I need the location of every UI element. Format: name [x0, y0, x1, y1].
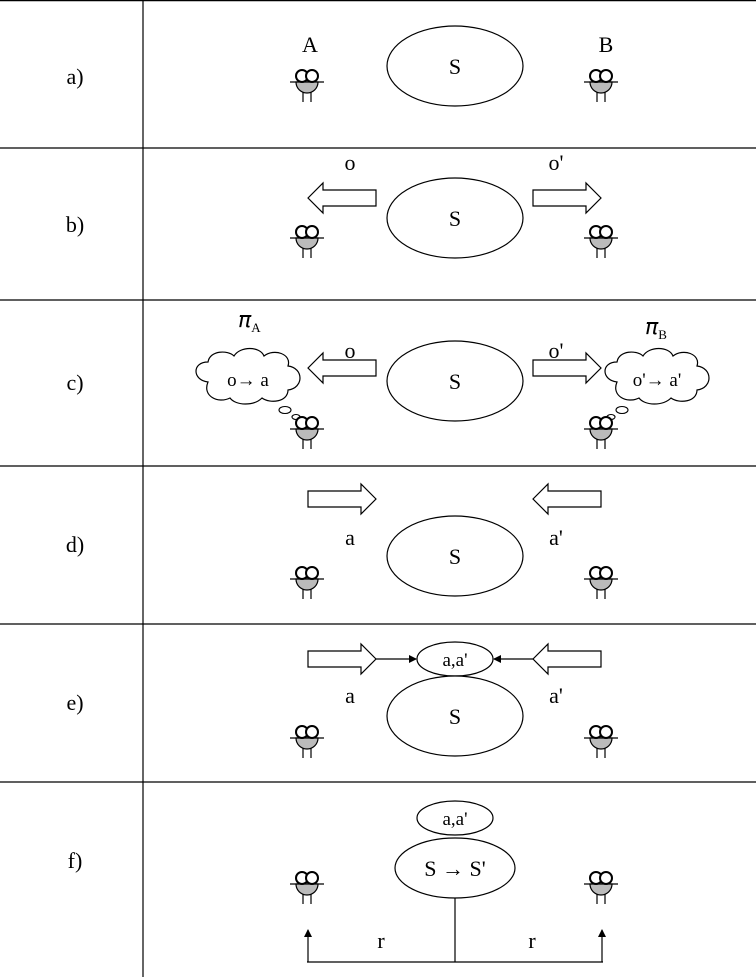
row-label-d: d): [66, 532, 84, 557]
state-label: S: [449, 704, 461, 729]
joint-action-label: a,a': [442, 650, 467, 671]
state-ellipse: [386, 177, 524, 259]
row-label-f: f): [68, 848, 83, 873]
state-label: S: [449, 544, 461, 569]
row-f: a,a' S → S' r r: [289, 800, 619, 963]
row-label-e: e): [66, 690, 83, 715]
agent-a-icon: [289, 725, 325, 759]
state-ellipse: [386, 675, 524, 757]
observation-o-prime: o': [549, 150, 564, 175]
agent-b-icon: [583, 225, 619, 259]
agent-a-icon: [289, 225, 325, 259]
state-label: S: [449, 54, 461, 79]
agent-b-icon: [583, 871, 619, 905]
row-b: o o' S: [289, 150, 619, 259]
row-d: a a' S: [289, 483, 619, 600]
action-a: a: [345, 683, 355, 708]
action-arrow-a-prime-icon: [532, 483, 602, 515]
observation-o: o: [345, 338, 356, 363]
agent-b-name: B: [599, 32, 614, 57]
state-transition-label: S → S': [424, 856, 485, 881]
policy-b-rule: o'→ a': [633, 370, 682, 391]
row-label-a: a): [66, 64, 83, 89]
observation-arrow-left-icon: [307, 352, 377, 384]
row-c: πA πB o→ a o'→ a' o o' S: [195, 308, 710, 450]
action-arrow-a-icon: [307, 643, 377, 675]
policy-a-rule: o→ a: [227, 370, 269, 391]
policy-a-symbol: πA: [238, 308, 261, 335]
observation-arrow-right-icon: [532, 352, 602, 384]
policy-b-symbol: πB: [645, 315, 667, 342]
reward-label-a: r: [377, 928, 385, 953]
agent-b-icon: [583, 566, 619, 600]
agent-b-icon: [583, 416, 619, 450]
joint-action-ellipse: [416, 800, 494, 836]
state-label: S: [449, 369, 461, 394]
thought-bubbles-a-icon: [278, 405, 301, 421]
row-a: A B S: [289, 25, 619, 107]
agent-a-name: A: [302, 32, 318, 57]
state-ellipse: [386, 515, 524, 597]
action-a-prime: a': [549, 525, 563, 550]
action-a-prime: a': [549, 683, 563, 708]
agent-b-icon: [583, 725, 619, 759]
agent-a-icon: [289, 416, 325, 450]
agent-b-icon: [583, 69, 619, 103]
agent-a-icon: [289, 69, 325, 103]
row-e: a,a' a a' S: [289, 641, 619, 759]
joint-action-label: a,a': [442, 809, 467, 830]
row-label-c: c): [66, 370, 83, 395]
agent-a-icon: [289, 871, 325, 905]
row-label-b: b): [66, 212, 84, 237]
action-arrow-a-icon: [307, 483, 377, 515]
state-ellipse: [386, 340, 524, 422]
observation-arrow-left-icon: [307, 182, 377, 214]
action-arrow-a-prime-icon: [532, 643, 602, 675]
agent-a-icon: [289, 566, 325, 600]
action-a: a: [345, 525, 355, 550]
state-label: S: [449, 206, 461, 231]
observation-arrow-right-icon: [532, 182, 602, 214]
state-ellipse: [386, 25, 524, 107]
reward-connector: [304, 898, 606, 963]
observation-o-prime: o': [549, 338, 564, 363]
reward-label-b: r: [528, 928, 536, 953]
observation-o: o: [345, 150, 356, 175]
